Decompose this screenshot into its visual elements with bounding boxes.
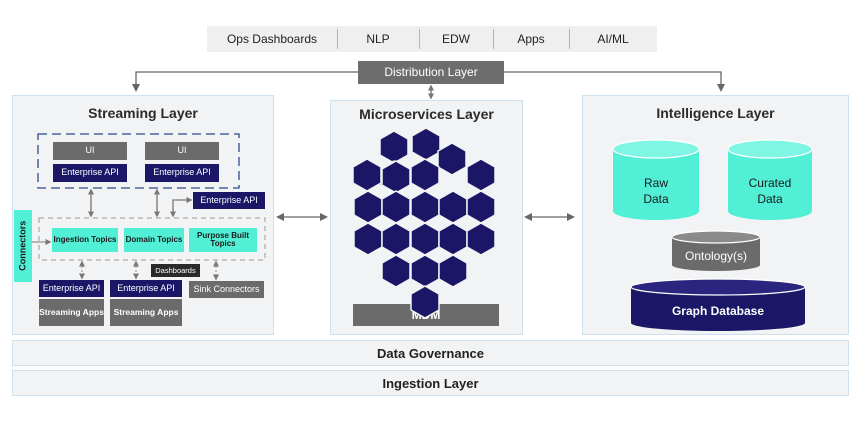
curated-data-label-line: Curated	[748, 176, 792, 190]
tab-nlp: NLP	[337, 26, 419, 52]
domain-topics-box: Domain Topics	[124, 228, 184, 252]
microservices-layer-title: Microservices Layer	[359, 106, 494, 122]
purpose-built-topics-box: Purpose Built Topics	[189, 228, 257, 252]
tab-ops-dashboards: Ops Dashboards	[207, 26, 337, 52]
enterprise-api-box: Enterprise API	[39, 280, 104, 297]
microservices-layer-panel: Microservices Layer	[330, 100, 523, 335]
tab-apps: Apps	[493, 26, 569, 52]
arrow-distribution-to-streaming	[132, 71, 358, 92]
sink-connectors-box: Sink Connectors	[189, 281, 264, 298]
streaming-layer-title: Streaming Layer	[88, 105, 198, 121]
enterprise-api-box: Enterprise API	[193, 192, 265, 209]
tab-ai-ml: AI/ML	[569, 26, 657, 52]
dashboards-box: Dashboards	[151, 264, 200, 277]
ui-box: UI	[145, 142, 219, 160]
arrow-distribution-to-intelligence	[504, 71, 725, 92]
connectors-box: Connectors	[14, 210, 32, 282]
streaming-apps-box: Streaming Apps	[39, 299, 104, 326]
streaming-apps-box: Streaming Apps	[110, 299, 182, 326]
raw-data-label-line: Raw	[643, 176, 668, 190]
curated-data-label: Curated Data	[728, 175, 812, 207]
ontology-label: Ontology(s)	[684, 249, 748, 263]
ingestion-topics-box: Ingestion Topics	[52, 228, 118, 252]
tab-divider	[493, 29, 494, 49]
ui-box: UI	[53, 142, 127, 160]
curated-data-label-line: Data	[757, 192, 783, 206]
raw-data-label: Raw Data	[613, 175, 699, 207]
enterprise-api-box: Enterprise API	[145, 164, 219, 182]
ingestion-layer-bar: Ingestion Layer	[12, 370, 849, 396]
tab-edw: EDW	[419, 26, 493, 52]
intelligence-layer-title: Intelligence Layer	[656, 105, 775, 121]
raw-data-label-line: Data	[643, 192, 669, 206]
tab-divider	[419, 29, 420, 49]
enterprise-api-box: Enterprise API	[53, 164, 127, 182]
intelligence-layer-panel: Intelligence Layer	[582, 95, 849, 335]
mdm-box: MDM	[353, 304, 499, 326]
graph-database-label: Graph Database	[671, 304, 765, 318]
enterprise-api-box: Enterprise API	[110, 280, 182, 297]
tab-divider	[569, 29, 570, 49]
distribution-layer: Distribution Layer	[358, 61, 504, 84]
tab-divider	[337, 29, 338, 49]
data-governance-bar: Data Governance	[12, 340, 849, 366]
connectors-label: Connectors	[17, 220, 28, 272]
